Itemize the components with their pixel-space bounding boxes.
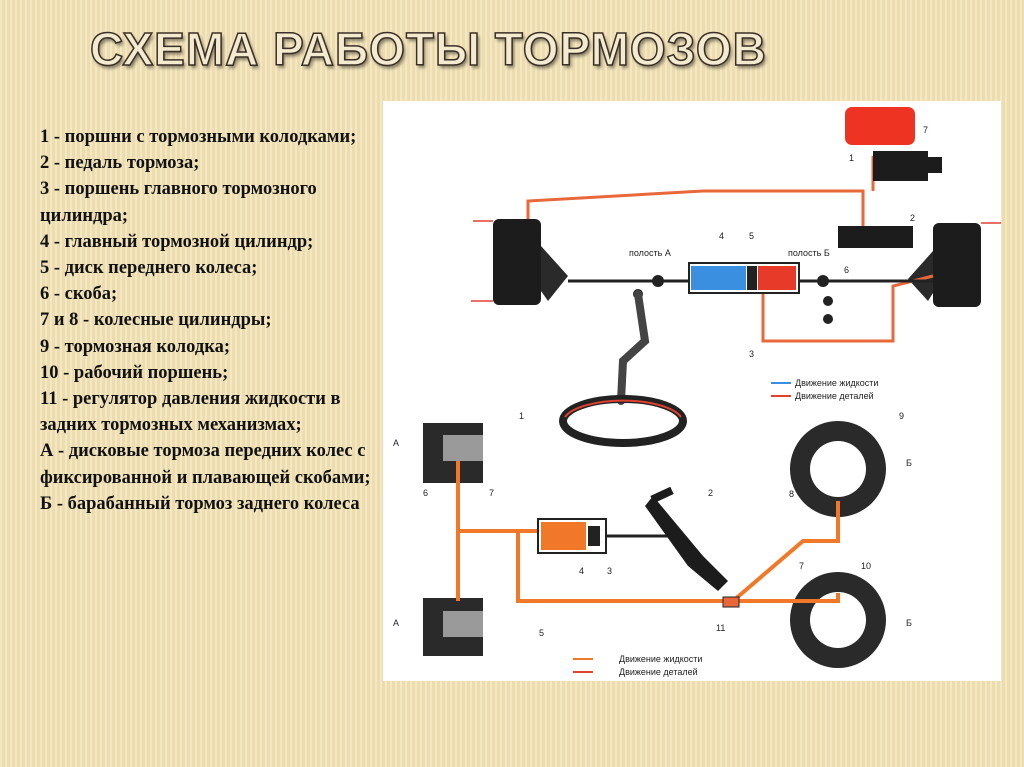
label-b: Б [906, 458, 912, 468]
front-left-wheel [493, 219, 541, 305]
callout-number: 2 [708, 488, 713, 498]
pressure-regulator [722, 596, 740, 608]
callout-number: 11 [716, 623, 725, 633]
drum-inner [810, 592, 866, 648]
joint [823, 314, 833, 324]
cavity-a-label: полость А [629, 248, 671, 258]
callout-number: 4 [579, 566, 584, 576]
steering-column [617, 290, 650, 405]
cavity-b-label: полость Б [788, 248, 830, 258]
fluid-line [526, 189, 865, 231]
joint [817, 275, 829, 287]
callout-number: 5 [749, 231, 754, 241]
callout-number: 5 [539, 628, 544, 638]
chamber-b [758, 266, 796, 290]
fluid-line [516, 501, 840, 603]
callout-number: 7 [923, 125, 928, 135]
legend-fluid-label: Движение жидкости [619, 654, 702, 664]
booster-block [873, 151, 928, 181]
brake-diagram-svg: 7 1 2 4 5 6 3 полость А полость Б Движен… [393, 107, 1001, 677]
legend-list: 1 - поршни с тормозными колодками; 2 - п… [40, 124, 390, 517]
fluid-line [761, 274, 934, 343]
callout-number: 3 [607, 566, 612, 576]
brake-system-diagram: 7 1 2 4 5 6 3 полость А полость Б Движен… [383, 101, 1001, 681]
rotation-arrow [564, 399, 682, 418]
left-knuckle [541, 246, 568, 301]
legend-item: 5 - диск переднего колеса; [40, 258, 258, 279]
brake-pedal [645, 496, 728, 591]
legend-item: 6 - скоба; [40, 284, 118, 305]
legend-item: 9 - тормозная колодка; [40, 336, 231, 357]
callout-number: 4 [719, 231, 724, 241]
legend-item: 4 - главный тормозной цилиндр; [40, 231, 314, 252]
caliper-pad [443, 611, 483, 637]
legend-item: 1 - поршни с тормозными колодками; [40, 127, 357, 147]
callout-number: 7 [489, 488, 494, 498]
legend-item: 10 - рабочий поршень; [40, 362, 229, 383]
piston-bottom [588, 526, 600, 546]
legend-parts-label: Движение деталей [795, 391, 874, 401]
right-knuckle [908, 251, 933, 301]
callout-number: 8 [789, 489, 794, 499]
caliper-pad [443, 435, 483, 461]
master-chamber [541, 522, 586, 550]
callout-number: 7 [799, 561, 804, 571]
chamber-a [691, 266, 746, 290]
callout-number: 6 [844, 265, 849, 275]
label-a: А [393, 438, 399, 448]
joint [823, 296, 833, 306]
piston [747, 266, 757, 290]
steering-wheel [559, 395, 687, 447]
drum-inner [810, 441, 866, 497]
legend-fluid-label: Движение жидкости [795, 378, 878, 388]
front-right-wheel [933, 223, 981, 307]
callout-number: 9 [899, 411, 904, 421]
legend-item: 7 и 8 - колесные цилиндры; [40, 310, 272, 331]
legend-parts-label: Движение деталей [619, 667, 698, 677]
legend-item: 2 - педаль тормоза; [40, 153, 200, 174]
callout-number: 1 [849, 153, 854, 163]
slide-title: СХЕМА РАБОТЫ ТОРМОЗОВ [89, 22, 767, 76]
label-b: Б [906, 618, 912, 628]
callout-number: 3 [749, 349, 754, 359]
joint [652, 275, 664, 287]
legend-item: А - дисковые тормоза передних колес с фи… [40, 441, 371, 488]
top-scheme: 7 1 2 4 5 6 3 полость А полость Б Движен… [471, 107, 1001, 447]
caliper-block [838, 226, 913, 248]
callout-number: 10 [861, 561, 871, 571]
callout-number: 6 [423, 488, 428, 498]
booster-knob [928, 157, 942, 173]
callout-number: 2 [910, 213, 915, 223]
fluid-reservoir [845, 107, 915, 145]
legend-item: 3 - поршень главного тормозного цилиндра… [40, 179, 317, 226]
bottom-scheme: А А Б Б 1 2 4 3 6 7 5 11 9 8 7 10 [393, 411, 912, 677]
label-a: А [393, 618, 399, 628]
callout-number: 1 [519, 411, 524, 421]
pedal-pad [650, 486, 674, 504]
legend-item: Б - барабанный тормоз заднего колеса [40, 493, 360, 514]
fluid-line [733, 593, 840, 603]
legend-item: 11 - регулятор давления жидкости в задни… [40, 389, 341, 436]
